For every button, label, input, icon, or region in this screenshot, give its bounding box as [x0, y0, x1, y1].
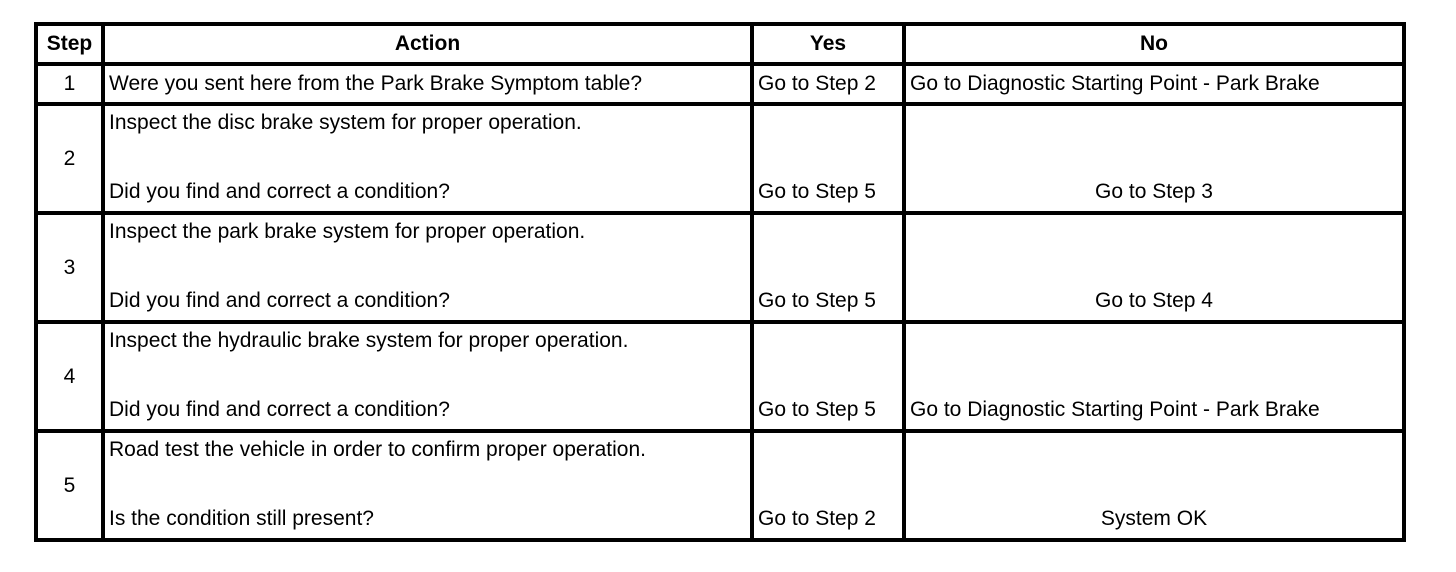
- yes-cell: Go to Step 2: [754, 433, 902, 538]
- action-question: Is the condition still present?: [109, 507, 374, 530]
- no-outcome: Go to Step 3: [1095, 180, 1213, 203]
- no-cell: Go to Step 3: [906, 106, 1402, 211]
- no-cell: System OK: [906, 433, 1402, 538]
- action-cell: Inspect the disc brake system for proper…: [105, 106, 750, 211]
- action-cell: Road test the vehicle in order to confir…: [105, 433, 750, 538]
- yes-cell: Go to Step 5: [754, 215, 902, 320]
- no-outcome: Go to Step 4: [1095, 289, 1213, 312]
- action-instruction: Inspect the park brake system for proper…: [109, 220, 586, 243]
- no-cell: Go to Diagnostic Starting Point - Park B…: [906, 324, 1402, 429]
- action-question: Did you find and correct a condition?: [109, 398, 450, 421]
- diagnostic-table: Step Action Yes No 1 Were you sent here …: [34, 22, 1406, 542]
- action-instruction: Inspect the disc brake system for proper…: [109, 111, 582, 134]
- no-outcome: System OK: [1100, 507, 1208, 530]
- step-number: 1: [38, 66, 101, 102]
- step-number: 5: [38, 433, 101, 538]
- table-row: 2 Inspect the disc brake system for prop…: [38, 106, 1402, 211]
- header-step: Step: [38, 26, 101, 62]
- action-cell: Inspect the hydraulic brake system for p…: [105, 324, 750, 429]
- header-action: Action: [105, 26, 750, 62]
- no-cell: Go to Step 4: [906, 215, 1402, 320]
- yes-outcome: Go to Step 5: [758, 398, 876, 421]
- table-row: 1 Were you sent here from the Park Brake…: [38, 66, 1402, 102]
- action-cell: Inspect the park brake system for proper…: [105, 215, 750, 320]
- yes-outcome: Go to Step 2: [754, 66, 902, 102]
- yes-cell: Go to Step 5: [754, 106, 902, 211]
- no-outcome: Go to Diagnostic Starting Point - Park B…: [910, 398, 1320, 421]
- action-question: Did you find and correct a condition?: [109, 180, 450, 203]
- action-instruction: Inspect the hydraulic brake system for p…: [109, 329, 629, 352]
- yes-cell: Go to Step 5: [754, 324, 902, 429]
- action-question: Did you find and correct a condition?: [109, 289, 450, 312]
- table-row: 5 Road test the vehicle in order to conf…: [38, 433, 1402, 538]
- step-number: 2: [38, 106, 101, 211]
- action-instruction: Road test the vehicle in order to confir…: [109, 438, 646, 461]
- action-text: Were you sent here from the Park Brake S…: [105, 66, 750, 102]
- yes-outcome: Go to Step 5: [758, 289, 876, 312]
- header-yes: Yes: [754, 26, 902, 62]
- step-number: 4: [38, 324, 101, 429]
- header-row: Step Action Yes No: [38, 26, 1402, 62]
- table-row: 4 Inspect the hydraulic brake system for…: [38, 324, 1402, 429]
- yes-outcome: Go to Step 2: [758, 507, 876, 530]
- table-row: 3 Inspect the park brake system for prop…: [38, 215, 1402, 320]
- step-number: 3: [38, 215, 101, 320]
- header-no: No: [906, 26, 1402, 62]
- no-outcome: Go to Diagnostic Starting Point - Park B…: [906, 66, 1402, 102]
- yes-outcome: Go to Step 5: [758, 180, 876, 203]
